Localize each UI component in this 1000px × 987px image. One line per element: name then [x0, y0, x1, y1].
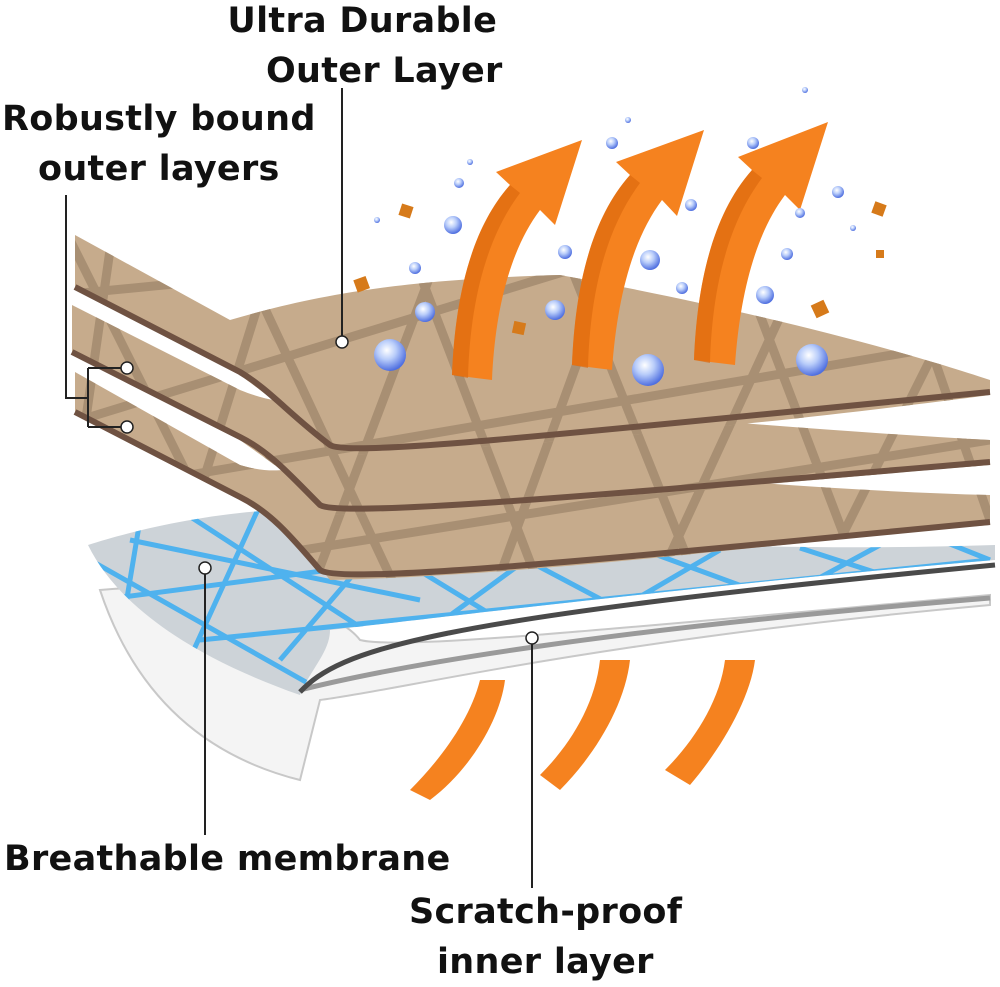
water-bubble-icon — [850, 225, 856, 231]
label-robustly-bound-outer-layers: Robustly bound outer layers — [2, 94, 316, 194]
dirt-particle-icon — [398, 203, 414, 219]
water-bubble-icon — [685, 199, 697, 211]
leader-dot-membrane — [198, 561, 212, 575]
dirt-particle-icon — [871, 201, 887, 217]
water-bubble-icon — [747, 137, 759, 149]
water-bubble-icon — [632, 354, 664, 386]
label-ultra-durable-outer-layer: Ultra Durable Outer Layer — [222, 0, 503, 96]
lower-arrows — [410, 660, 755, 800]
label-line: outer layers — [38, 149, 280, 189]
water-bubble-icon — [444, 216, 462, 234]
water-bubble-icon — [756, 286, 774, 304]
water-bubble-icon — [558, 245, 572, 259]
water-bubble-icon — [795, 208, 805, 218]
dirt-particle-icon — [353, 275, 370, 293]
label-breathable-membrane: Breathable membrane — [4, 839, 451, 879]
label-line: Robustly bound — [2, 99, 316, 139]
label-line: inner layer — [437, 942, 654, 982]
dirt-particle-icon — [876, 250, 884, 258]
water-bubble-icon — [409, 262, 421, 274]
label-line: Scratch-proof — [409, 892, 683, 932]
leader-dot-inner-layer — [525, 631, 539, 645]
leader-dot-outer-layer — [335, 335, 349, 349]
curved-arrow-up-icon — [540, 660, 630, 790]
leader-lines — [65, 88, 539, 888]
curved-arrow-up-icon — [665, 660, 755, 785]
water-bubble-icon — [676, 282, 688, 294]
curved-arrow-up-icon — [410, 680, 505, 800]
water-bubble-icon — [415, 302, 435, 322]
leader-dot-bound-layer-2 — [120, 361, 134, 375]
water-bubble-icon — [640, 250, 660, 270]
ultra-durable-outer-layer — [73, 235, 991, 455]
water-bubble-icon — [606, 137, 618, 149]
water-bubble-icon — [625, 117, 631, 123]
dirt-particle-icon — [511, 320, 527, 336]
water-bubble-icon — [796, 344, 828, 376]
curved-arrow-up-icon — [572, 130, 704, 370]
water-bubble-icon — [832, 186, 844, 198]
water-bubble-icon — [374, 339, 406, 371]
dirt-particle-icon — [810, 299, 830, 319]
water-bubble-icon — [467, 159, 473, 165]
water-bubbles — [374, 87, 856, 386]
upper-arrows — [452, 122, 828, 380]
water-bubble-icon — [781, 248, 793, 260]
water-bubble-icon — [454, 178, 464, 188]
label-line: Ultra Durable — [227, 1, 498, 41]
water-bubble-icon — [802, 87, 808, 93]
curved-arrow-up-icon — [452, 140, 582, 380]
dirt-particles — [353, 201, 887, 336]
label-scratch-proof-inner-layer: Scratch-proof inner layer — [409, 887, 682, 987]
label-line: Outer Layer — [266, 51, 503, 91]
leader-dot-bound-layer-3 — [120, 420, 134, 434]
water-bubble-icon — [545, 300, 565, 320]
leader-bound-layers — [65, 195, 121, 428]
water-bubble-icon — [374, 217, 380, 223]
curved-arrow-up-icon — [694, 122, 828, 365]
